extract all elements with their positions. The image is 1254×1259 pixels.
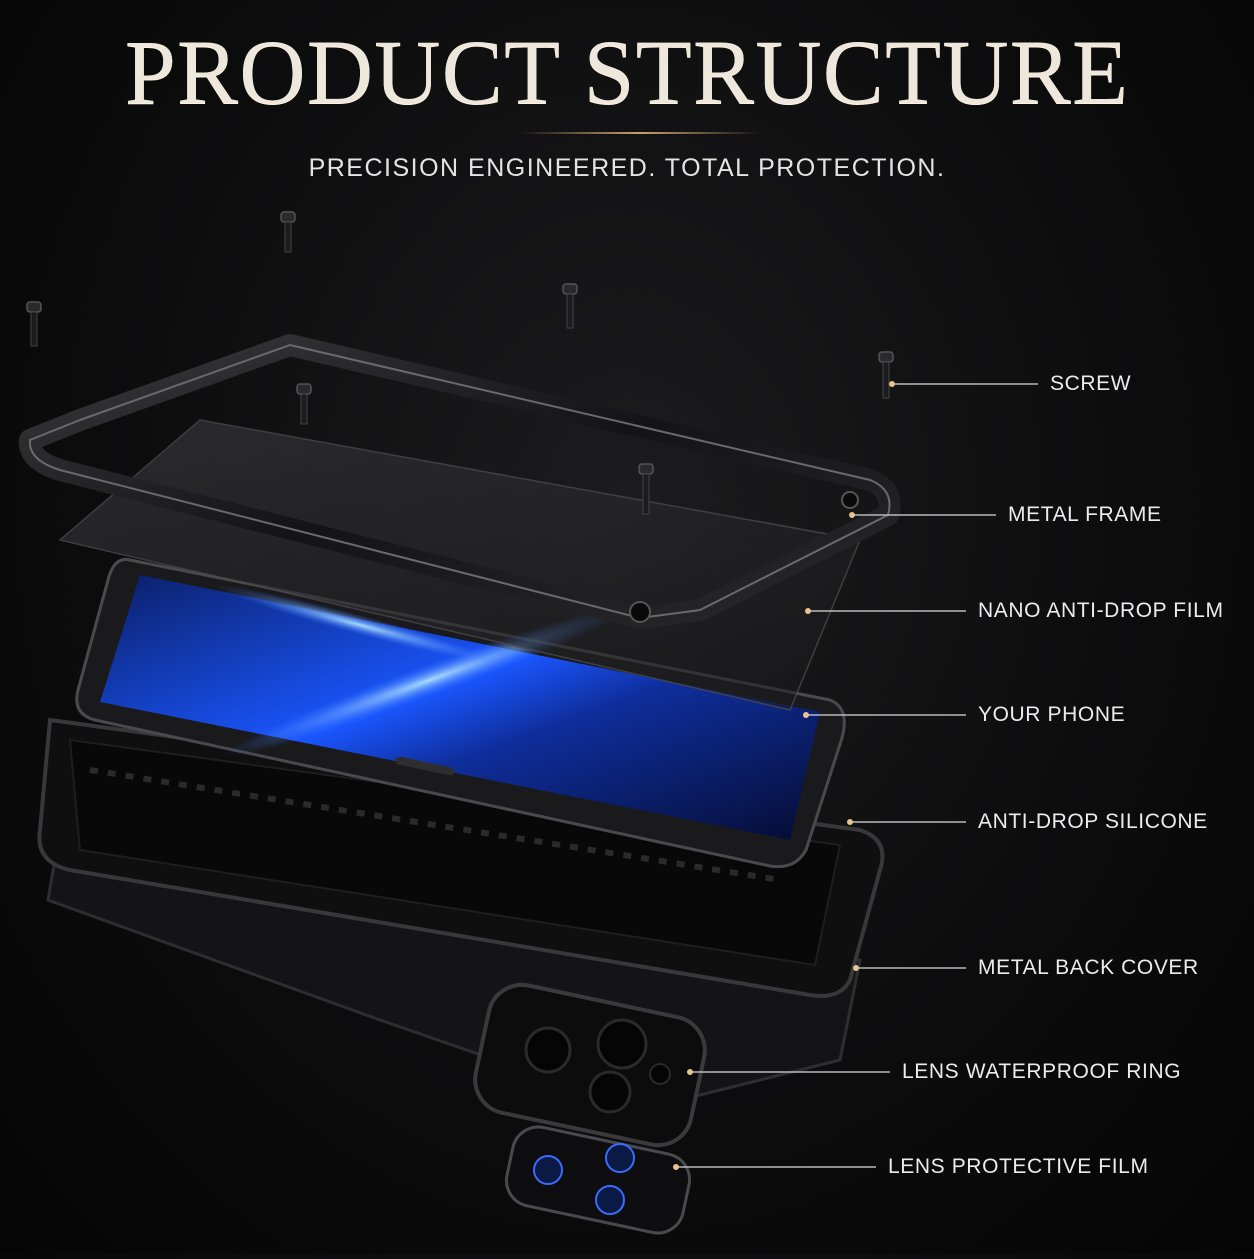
lens-waterproof-ring (524, 1018, 671, 1114)
dot-metal-back-cover (853, 965, 859, 971)
anti-drop-silicone (37, 717, 885, 998)
dot-lens-protective-film (673, 1164, 679, 1170)
dot-your-phone (803, 712, 809, 718)
callout-label-your-phone: YOUR PHONE (978, 703, 1126, 726)
callout-label-metal-frame: METAL FRAME (1008, 503, 1162, 526)
callout-label-nano-anti-drop-film: NANO ANTI-DROP FILM (978, 599, 1224, 622)
callout-label-metal-back-cover: METAL BACK COVER (978, 956, 1199, 979)
screws (26, 211, 894, 515)
dot-lens-waterproof-ring (687, 1069, 693, 1075)
page-title: PRODUCT STRUCTURE (124, 21, 1130, 123)
dot-metal-frame (849, 512, 855, 518)
page-subtitle: PRECISION ENGINEERED. TOTAL PROTECTION. (308, 154, 946, 182)
dot-screw (889, 381, 895, 387)
callout-leaders (676, 383, 1038, 1168)
callout-label-anti-drop-silicone: ANTI-DROP SILICONE (978, 810, 1208, 833)
dot-anti-drop-silicone (847, 819, 853, 825)
dot-nano-anti-drop-film (805, 608, 811, 614)
callout-label-screw: SCREW (1050, 372, 1132, 395)
callout-label-lens-protective-film: LENS PROTECTIVE FILM (888, 1155, 1149, 1178)
callout-label-lens-waterproof-ring: LENS WATERPROOF RING (902, 1060, 1182, 1083)
callout-dots (673, 381, 895, 1170)
title-divider (520, 132, 760, 134)
lens-protective-film (504, 1125, 692, 1235)
metal-frame (18, 334, 901, 629)
